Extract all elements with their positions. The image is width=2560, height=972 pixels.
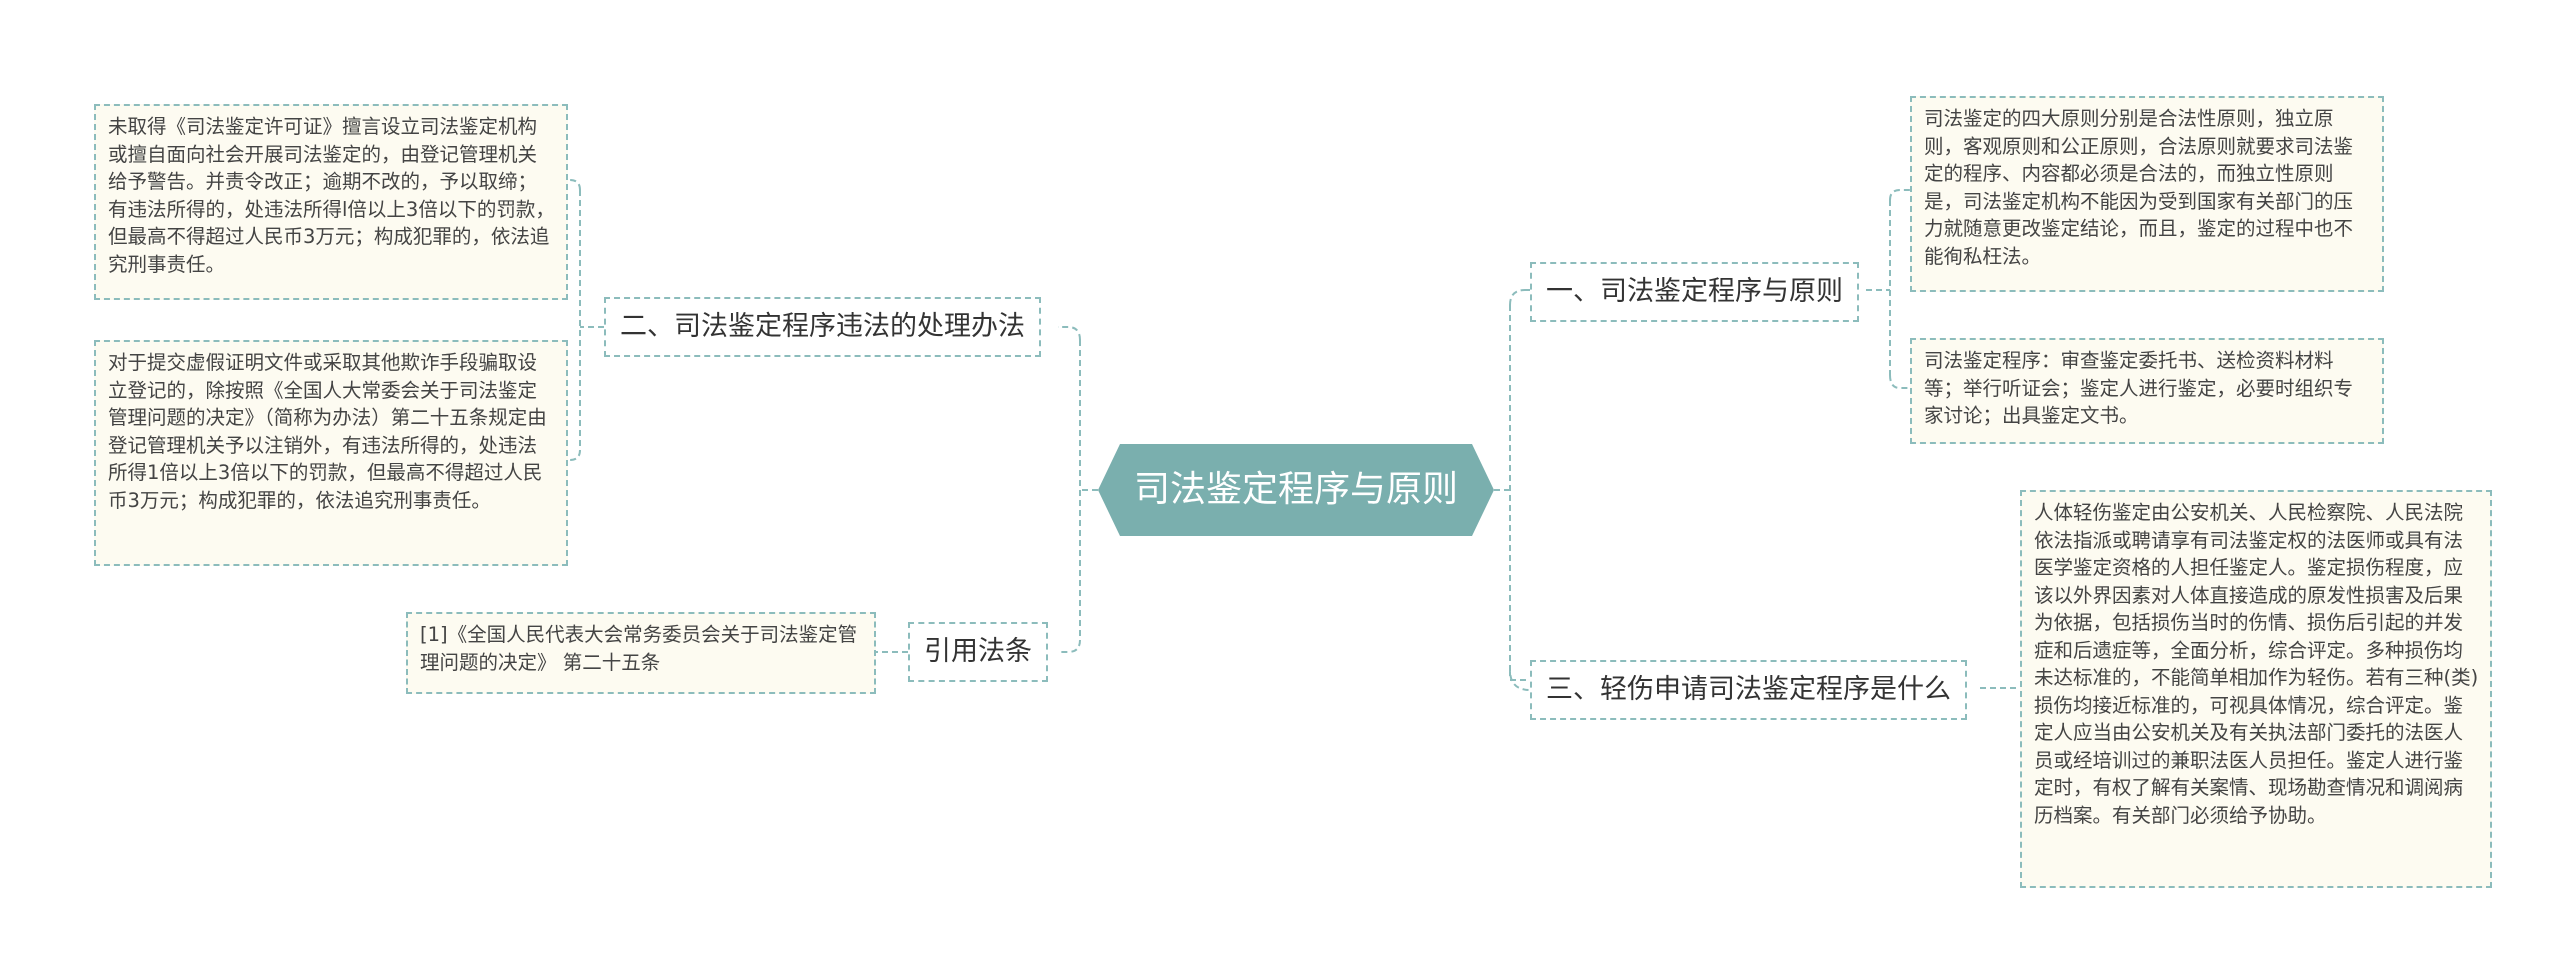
leaf-procedure-steps-text: 司法鉴定程序：审查鉴定委托书、送检资料材料等；举行听证会；鉴定人进行鉴定，必要时… <box>1924 349 2354 427</box>
leaf-cited-law-text: [1]《全国人民代表大会常务委员会关于司法鉴定管理问题的决定》 第二十五条 <box>420 623 858 674</box>
branch-minor-injury-label: 三、轻伤申请司法鉴定程序是什么 <box>1546 674 1951 705</box>
leaf-false-documents-text: 对于提交虚假证明文件或采取其他欺诈手段骗取设立登记的，除按照《全国人大常委会关于… <box>108 351 547 512</box>
branch-cited-law[interactable]: 引用法条 <box>908 622 1048 682</box>
leaf-false-documents[interactable]: 对于提交虚假证明文件或采取其他欺诈手段骗取设立登记的，除按照《全国人大常委会关于… <box>94 340 568 566</box>
central-topic[interactable]: 司法鉴定程序与原则 <box>1098 444 1494 536</box>
branch-minor-injury[interactable]: 三、轻伤申请司法鉴定程序是什么 <box>1530 660 1967 720</box>
branch-principles[interactable]: 一、司法鉴定程序与原则 <box>1530 262 1859 322</box>
branch-cited-law-label: 引用法条 <box>924 636 1032 667</box>
leaf-four-principles[interactable]: 司法鉴定的四大原则分别是合法性原则，独立原则，客观原则和公正原则，合法原则就要求… <box>1910 96 2384 292</box>
branch-violation-handling[interactable]: 二、司法鉴定程序违法的处理办法 <box>604 297 1041 357</box>
leaf-four-principles-text: 司法鉴定的四大原则分别是合法性原则，独立原则，客观原则和公正原则，合法原则就要求… <box>1924 107 2354 268</box>
leaf-procedure-steps[interactable]: 司法鉴定程序：审查鉴定委托书、送检资料材料等；举行听证会；鉴定人进行鉴定，必要时… <box>1910 338 2384 444</box>
leaf-minor-injury-detail-text: 人体轻伤鉴定由公安机关、人民检察院、人民法院依法指派或聘请享有司法鉴定权的法医师… <box>2034 501 2479 827</box>
branch-principles-label: 一、司法鉴定程序与原则 <box>1546 276 1843 307</box>
central-topic-label: 司法鉴定程序与原则 <box>1133 469 1458 510</box>
leaf-no-license[interactable]: 未取得《司法鉴定许可证》擅言设立司法鉴定机构或擅自面向社会开展司法鉴定的，由登记… <box>94 104 568 300</box>
leaf-no-license-text: 未取得《司法鉴定许可证》擅言设立司法鉴定机构或擅自面向社会开展司法鉴定的，由登记… <box>108 115 555 276</box>
leaf-cited-law[interactable]: [1]《全国人民代表大会常务委员会关于司法鉴定管理问题的决定》 第二十五条 <box>406 612 876 694</box>
leaf-minor-injury-detail[interactable]: 人体轻伤鉴定由公安机关、人民检察院、人民法院依法指派或聘请享有司法鉴定权的法医师… <box>2020 490 2492 888</box>
branch-violation-handling-label: 二、司法鉴定程序违法的处理办法 <box>620 311 1025 342</box>
